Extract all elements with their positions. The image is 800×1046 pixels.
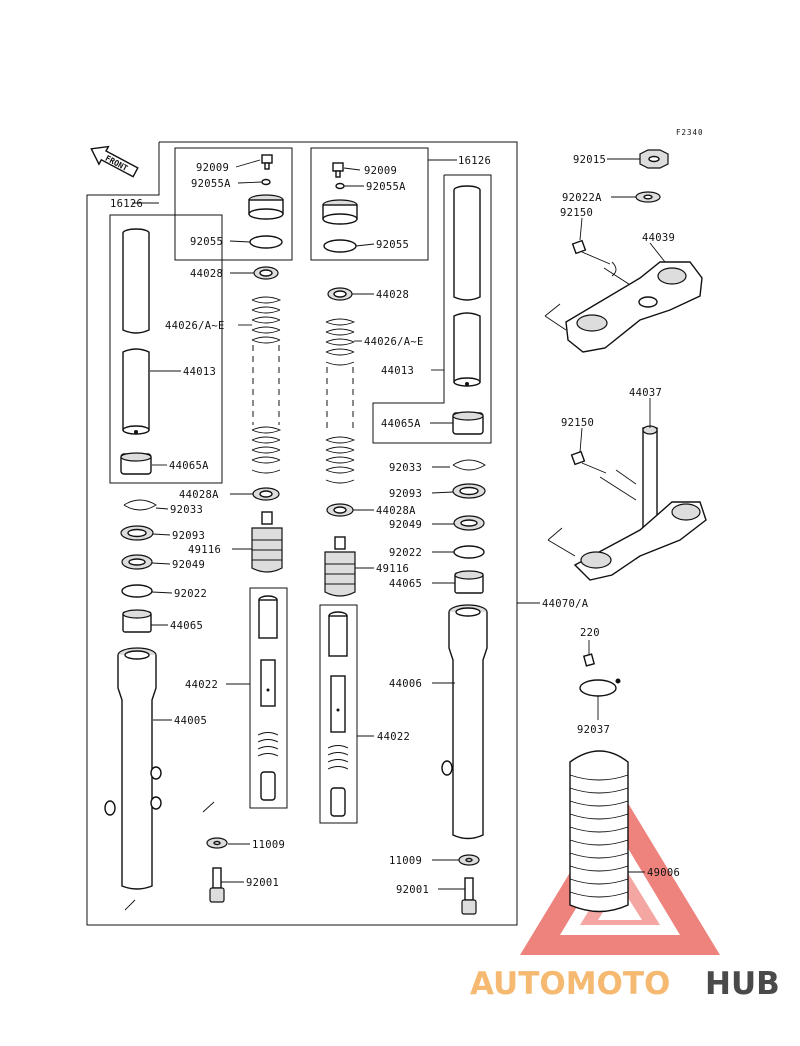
fork-boot <box>569 653 629 913</box>
cap-parts-left <box>248 154 284 249</box>
label-44028-right: 44028 <box>376 289 409 301</box>
watermark-text: AUTOMOTO HUB <box>470 966 780 1002</box>
damper-box-right <box>319 604 358 824</box>
watermark-text-part1: AUTOMOTO <box>470 966 670 1002</box>
main-frame <box>86 141 518 926</box>
damper-box-left <box>249 587 288 809</box>
inner-tube-box-left <box>109 214 223 484</box>
label-11009-right: 11009 <box>389 855 422 867</box>
damper-rod-right <box>327 611 349 817</box>
label-92150-bot: 92150 <box>561 417 594 429</box>
label-92009-right: 92009 <box>364 165 397 177</box>
label-92022a: 92022A <box>562 192 602 204</box>
label-44065-right: 44065 <box>389 578 422 590</box>
label-92055a-right: 92055A <box>366 181 406 193</box>
cylinder-base-left <box>251 511 283 573</box>
label-92049-right: 92049 <box>389 519 422 531</box>
label-220: 220 <box>580 627 600 639</box>
label-92049-left: 92049 <box>172 559 205 571</box>
label-44013-left: 44013 <box>183 366 216 378</box>
label-92015: 92015 <box>573 154 606 166</box>
label-92093-left: 92093 <box>172 530 205 542</box>
label-44022-right: 44022 <box>377 731 410 743</box>
stem-nut <box>639 149 669 169</box>
spring-right <box>325 287 356 517</box>
label-49116-right: 49116 <box>376 563 409 575</box>
label-44013-right: 44013 <box>381 365 414 377</box>
label-44026-right: 44026/A~E <box>364 336 424 348</box>
label-92022-left: 92022 <box>174 588 207 600</box>
label-44022-left: 44022 <box>185 679 218 691</box>
label-44006: 44006 <box>389 678 422 690</box>
label-92022-right: 92022 <box>389 547 422 559</box>
label-16126-right: 16126 <box>458 155 491 167</box>
label-16126-left: 16126 <box>110 198 143 210</box>
label-44026-left: 44026/A~E <box>165 320 225 332</box>
label-92033-left: 92033 <box>170 504 203 516</box>
label-92037: 92037 <box>577 724 610 736</box>
front-arrow-icon: FRONT <box>90 145 139 178</box>
stem-washer <box>635 191 661 203</box>
inner-tube-box-right <box>372 174 492 444</box>
diagram-code: F2340 <box>676 128 704 137</box>
upper-clamp <box>544 239 703 353</box>
watermark-text-part2: HUB <box>705 966 780 1002</box>
label-44028-left: 44028 <box>190 268 223 280</box>
label-44039: 44039 <box>642 232 675 244</box>
label-49116-left: 49116 <box>188 544 221 556</box>
label-92001-right: 92001 <box>396 884 429 896</box>
label-92150-top: 92150 <box>560 207 593 219</box>
label-44037: 44037 <box>629 387 662 399</box>
label-92093-right: 92093 <box>389 488 422 500</box>
cap-parts-right <box>322 162 358 253</box>
label-49006: 49006 <box>647 867 680 879</box>
lower-bracket <box>547 425 707 581</box>
label-92055a-left: 92055A <box>191 178 231 190</box>
cylinder-base-right <box>324 536 356 597</box>
leader-lines <box>132 158 666 890</box>
label-44065a-right: 44065A <box>381 418 421 430</box>
label-92055-left: 92055 <box>190 236 223 248</box>
label-44005: 44005 <box>174 715 207 727</box>
inner-tube-left <box>120 228 152 475</box>
label-44070a: 44070/A <box>542 598 589 610</box>
drain-bolt-right <box>458 854 480 915</box>
inner-tube-right <box>452 185 484 435</box>
label-92033-right: 92033 <box>389 462 422 474</box>
cap-box-left <box>174 147 293 261</box>
label-92001-left: 92001 <box>246 877 279 889</box>
cap-box-right <box>310 147 429 261</box>
label-44028a-left: 44028A <box>179 489 219 501</box>
drain-bolt-left <box>202 801 228 903</box>
part-labels: 16126 16126 92009 92055A 92055 92009 920… <box>110 154 680 896</box>
spring-left <box>251 266 282 501</box>
outer-tube-right <box>441 604 488 840</box>
seals-left <box>120 499 157 633</box>
outer-tube-left <box>104 647 162 911</box>
label-44028a-right: 44028A <box>376 505 416 517</box>
label-44065-left: 44065 <box>170 620 203 632</box>
label-92009-left: 92009 <box>196 162 229 174</box>
label-44065a-left: 44065A <box>169 460 209 472</box>
label-11009-left: 11009 <box>252 839 285 851</box>
damper-rod-left <box>257 595 279 801</box>
label-92055-right: 92055 <box>376 239 409 251</box>
seals-right <box>452 459 486 594</box>
